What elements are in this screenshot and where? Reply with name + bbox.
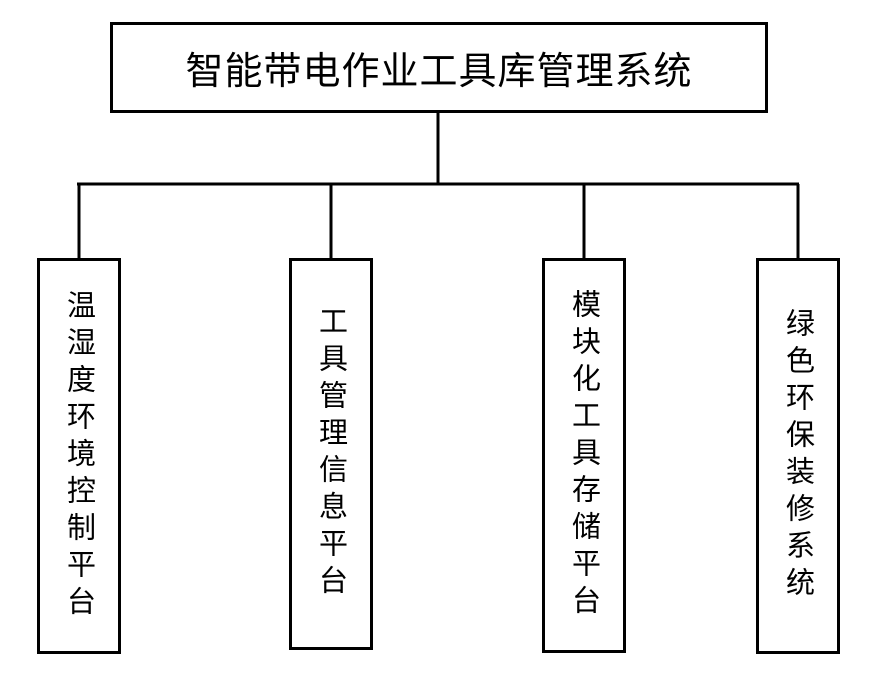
child-node-label: 模块化工具存储平台 (567, 289, 602, 622)
child-node-tool-info: 工具管理信息平台 (289, 258, 373, 650)
child-node-climate-control: 温湿度环境控制平台 (37, 258, 121, 654)
root-node-label: 智能带电作业工具库管理系统 (185, 49, 693, 93)
root-node: 智能带电作业工具库管理系统 (110, 22, 768, 113)
child-node-modular-storage: 模块化工具存储平台 (542, 258, 626, 653)
child-node-label: 温湿度环境控制平台 (62, 289, 97, 623)
child-node-label: 绿色环保装修系统 (781, 308, 816, 604)
child-node-green-decoration: 绿色环保装修系统 (756, 258, 840, 654)
child-node-label: 工具管理信息平台 (314, 306, 349, 602)
